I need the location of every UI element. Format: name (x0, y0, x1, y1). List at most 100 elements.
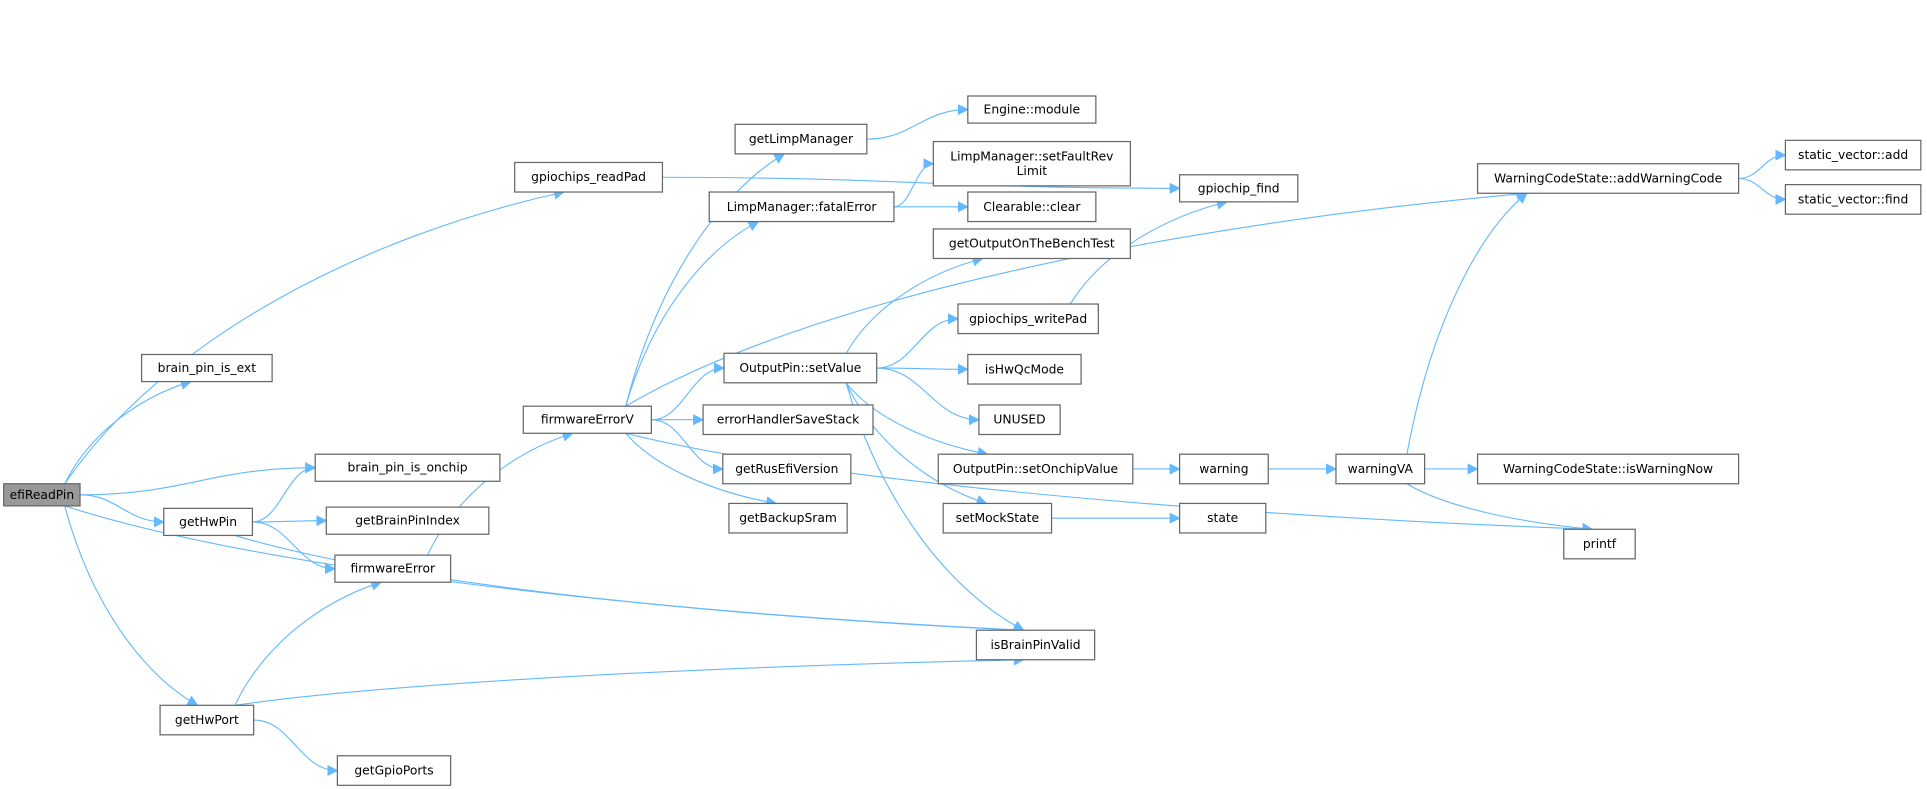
edge-output-pin-set-value-to-unused (876, 367, 980, 426)
node-label: getGpioPorts (354, 764, 433, 778)
edge-output-pin-set-value-to-is-hw-qc-mode (876, 363, 969, 375)
node-warning-va[interactable]: warningVA (1335, 453, 1426, 485)
node-get-brain-pin-index[interactable]: getBrainPinIndex (325, 506, 490, 535)
node-box (722, 453, 852, 485)
node-box (314, 453, 501, 482)
node-state[interactable]: state (1178, 502, 1267, 534)
edge-firmware-error-v-to-get-backup-sram (625, 432, 778, 508)
node-label: getLimpManager (749, 132, 854, 146)
edge-firmware-error-v-to-limp-manager-fatal-error (625, 221, 760, 407)
node-box (140, 353, 273, 383)
node-get-rus-efi-version[interactable]: getRusEfiVersion (722, 453, 852, 485)
node-brain-pin-is-ext[interactable]: brain_pin_is_ext (140, 353, 273, 383)
node-label: firmwareError (351, 562, 436, 576)
node-get-limp-manager[interactable]: getLimpManager (734, 123, 868, 155)
node-box (967, 191, 1097, 223)
edge-get-hw-port-to-get-gpio-ports (253, 719, 339, 777)
node-box (975, 629, 1096, 661)
node-label: static_vector::find (1798, 192, 1908, 206)
node-box (1784, 184, 1922, 215)
node-label: getBrainPinIndex (355, 514, 460, 528)
edge-firmware-error-v-to-warning-code-state-add-warning-code (625, 188, 1528, 407)
edge-get-hw-pin-to-get-brain-pin-index (252, 515, 328, 527)
node-label: Clearable::clear (983, 200, 1081, 214)
edge-efi-read-pin-to-gpiochips-read-pad (64, 188, 566, 485)
edge-warning-va-to-printf (1406, 483, 1594, 534)
edge-efi-read-pin-to-brain-pin-is-onchip (80, 462, 317, 496)
node-set-mock-state[interactable]: setMockState (942, 502, 1053, 534)
node-warning-code-state-add-warning-code[interactable]: WarningCodeState::addWarningCode (1476, 163, 1740, 194)
node-gpiochips-write-pad[interactable]: gpiochips_writePad (957, 303, 1099, 335)
edge-firmware-error-v-to-get-limp-manager (625, 153, 786, 407)
node-box (702, 404, 874, 436)
node-box (3, 483, 81, 507)
node-label: firmwareErrorV (541, 413, 634, 427)
node-box (336, 755, 452, 786)
node-error-handler-save-stack[interactable]: errorHandlerSaveStack (702, 404, 874, 436)
node-box (334, 554, 452, 583)
node-label: warning (1199, 462, 1248, 476)
node-label: getBackupSram (739, 511, 837, 525)
node-label: WarningCodeState::isWarningNow (1503, 462, 1713, 476)
edge-output-pin-set-value-to-gpiochips-write-pad (876, 313, 960, 369)
node-unused[interactable]: UNUSED (978, 404, 1061, 436)
nodes-layer: efiReadPin brain_pin_is_ext gpiochips_read… (3, 95, 1922, 786)
node-label: isBrainPinValid (991, 638, 1081, 652)
node-get-hw-pin[interactable]: getHwPin (163, 507, 254, 537)
node-engine-module[interactable]: Engine::module (967, 95, 1097, 124)
node-get-gpio-ports[interactable]: getGpioPorts (336, 755, 452, 786)
edge-firmware-error-v-to-get-rus-efi-version (651, 419, 724, 475)
node-box (708, 191, 895, 223)
edge-firmware-error-to-firmware-error-v (427, 430, 574, 556)
edge-get-hw-pin-to-brain-pin-is-onchip (252, 462, 317, 523)
node-label: OutputPin::setValue (739, 361, 861, 375)
edge-warning-code-state-add-warning-code-to-static-vector-add (1738, 149, 1787, 180)
node-limp-manager-fatal-error[interactable]: LimpManager::fatalError (708, 191, 895, 223)
node-box (522, 405, 652, 434)
node-box (723, 352, 878, 384)
node-box (1784, 139, 1922, 171)
node-static-vector-find[interactable]: static_vector::find (1784, 184, 1922, 215)
node-box (937, 453, 1134, 485)
node-is-brain-pin-valid[interactable]: isBrainPinValid (975, 629, 1096, 661)
node-label: getOutputOnTheBenchTest (949, 237, 1115, 251)
node-box (1178, 453, 1269, 485)
node-firmware-error[interactable]: firmwareError (334, 554, 452, 583)
node-box (1563, 528, 1636, 560)
node-get-hw-port[interactable]: getHwPort (159, 704, 255, 736)
node-efi-read-pin[interactable]: efiReadPin (3, 483, 81, 507)
edge-warning-va-to-warning-code-state-add-warning-code (1406, 192, 1528, 455)
node-box (1178, 502, 1267, 534)
edge-get-limp-manager-to-engine-module (866, 104, 969, 140)
node-label: LimpManager::setFaultRev (950, 149, 1113, 163)
node-label: UNUSED (993, 413, 1045, 427)
node-get-backup-sram[interactable]: getBackupSram (728, 502, 848, 534)
node-gpiochip-find[interactable]: gpiochip_find (1178, 174, 1299, 203)
node-box (932, 140, 1131, 187)
edge-output-pin-set-value-to-set-mock-state (845, 382, 988, 506)
node-printf[interactable]: printf (1563, 528, 1636, 560)
node-warning[interactable]: warning (1178, 453, 1269, 485)
node-warning-code-state-is-warning-now[interactable]: WarningCodeState::isWarningNow (1476, 453, 1740, 485)
node-is-hw-qc-mode[interactable]: isHwQcMode (967, 353, 1082, 385)
node-output-pin-set-value[interactable]: OutputPin::setValue (723, 352, 878, 384)
node-label: state (1207, 511, 1238, 525)
node-static-vector-add[interactable]: static_vector::add (1784, 139, 1922, 171)
node-label: errorHandlerSaveStack (717, 413, 860, 427)
edge-firmware-error-v-to-printf (625, 432, 1594, 535)
node-label: Engine::module (984, 103, 1081, 117)
node-box (957, 303, 1099, 335)
node-firmware-error-v[interactable]: firmwareErrorV (522, 405, 652, 434)
node-brain-pin-is-onchip[interactable]: brain_pin_is_onchip (314, 453, 501, 482)
node-label: warningVA (1348, 462, 1414, 476)
node-box (1178, 174, 1299, 203)
node-clearable-clear[interactable]: Clearable::clear (967, 191, 1097, 223)
node-label: brain_pin_is_onchip (348, 461, 468, 475)
node-get-output-on-the-bench-test[interactable]: getOutputOnTheBenchTest (932, 228, 1131, 260)
node-gpiochips-read-pad[interactable]: gpiochips_readPad (514, 161, 664, 193)
node-output-pin-set-onchip-value[interactable]: OutputPin::setOnchipValue (937, 453, 1134, 485)
node-label: LimpManager::fatalError (727, 200, 878, 214)
edge-output-pin-set-value-to-get-output-on-the-bench-test (845, 255, 984, 354)
node-box (159, 704, 255, 736)
